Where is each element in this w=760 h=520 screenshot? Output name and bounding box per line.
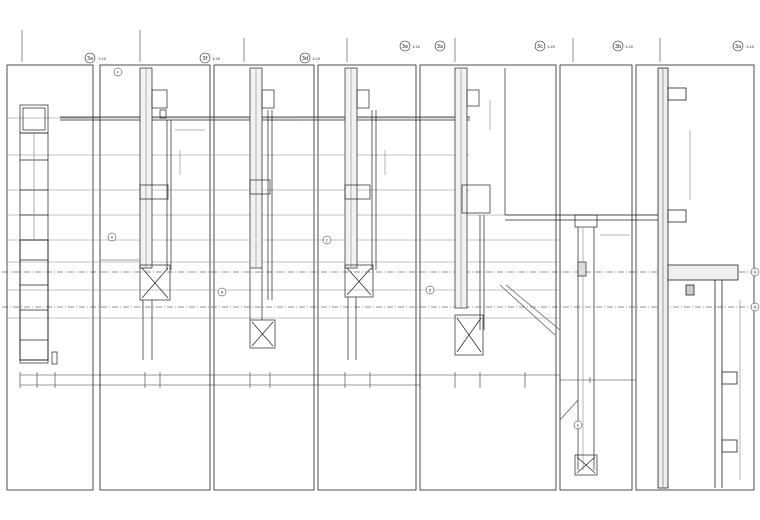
panel-2-wall-section: [100, 67, 172, 360]
section-scale: 1:20: [212, 57, 220, 61]
section-header-7: 3b 1:20: [612, 40, 633, 52]
callout-label: F: [117, 71, 119, 75]
panel-6-column-section: [559, 214, 598, 476]
section-header-3: 3d 1:20: [299, 52, 320, 64]
dimension-ticks: [19, 372, 591, 388]
panel-frame-5: [419, 64, 557, 491]
callout-label: B: [221, 291, 224, 295]
dimension-lines: [20, 374, 636, 386]
leader-lines: [60, 100, 741, 480]
panel-3-wall-section: [249, 67, 276, 349]
panel-frame-7: [635, 64, 755, 491]
panel-1-elevation: [19, 104, 58, 365]
panel-frame-2: [99, 64, 211, 491]
section-header-5: 3a: [434, 40, 446, 52]
section-scale: 1:20: [746, 45, 754, 49]
panel-4-wall-section: [344, 67, 377, 360]
section-scale: 1:20: [625, 45, 633, 49]
section-header-2: 3f 1:20: [199, 52, 220, 64]
panel-5-wall-section: [454, 67, 660, 356]
top-beam: [60, 116, 470, 121]
section-header-8: 3a 1:20: [732, 40, 754, 52]
panel-frame-6: [559, 64, 633, 491]
panel-frame-4: [317, 64, 417, 491]
callout-label: D: [429, 289, 432, 293]
callout-label: C: [326, 239, 329, 243]
section-id: 3f: [203, 56, 208, 62]
level-markers: [21, 30, 661, 62]
horizontal-reference-lines: [7, 117, 660, 319]
section-header-1: 3a 1:20: [84, 52, 106, 64]
section-scale: 1:20: [412, 45, 420, 49]
section-id: 3a: [87, 56, 93, 62]
section-header-4: 3e 1:20: [399, 40, 420, 52]
section-id: 3b: [615, 44, 621, 50]
callout-label: E: [577, 424, 579, 428]
callout-label: A: [111, 236, 114, 240]
gridline-bubbles: ① ②: [750, 267, 760, 312]
section-id: 3a: [437, 44, 443, 50]
panel-frame-1: [6, 64, 94, 491]
gridline-label: ②: [753, 305, 757, 310]
section-scale: 1:20: [547, 45, 555, 49]
panel-frames: [6, 64, 755, 491]
section-header-6: 3c 1:20: [534, 40, 555, 52]
section-scale: 1:20: [98, 57, 106, 61]
section-id: 3d: [302, 56, 308, 62]
axis-gridlines: [2, 271, 756, 308]
section-id: 3a: [735, 44, 741, 50]
section-id: 3c: [537, 44, 543, 50]
section-headers: 3a 1:20 3f 1:20 3d 1:20 3e 1:20 3a 3c 1:…: [84, 40, 754, 64]
section-id: 3e: [402, 44, 408, 50]
panel-7-structural-section: [657, 67, 739, 489]
panel-frame-3: [213, 64, 315, 491]
gridline-label: ①: [753, 270, 757, 275]
section-scale: 1:20: [312, 57, 320, 61]
detail-callouts: A B C D E F: [107, 67, 583, 430]
